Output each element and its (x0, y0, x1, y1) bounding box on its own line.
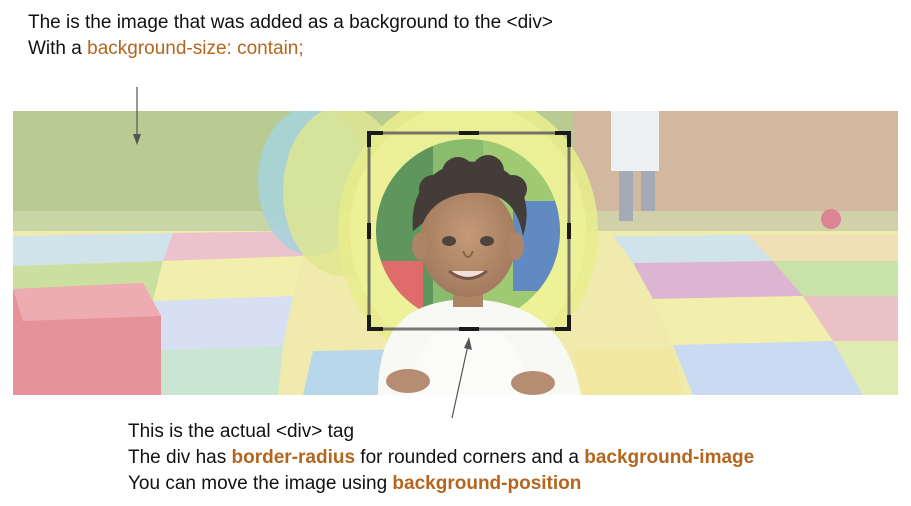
bottom-annotation-line-2-middle: for rounded corners and a (355, 447, 585, 468)
corner-handle-top-right (555, 131, 571, 147)
bottom-annotation-line-2-prefix: The div has (128, 447, 232, 468)
bottom-annotation: This is the actual <div> tag The div has… (128, 419, 754, 497)
top-annotation-line-1: The is the image that was added as a bac… (28, 12, 553, 33)
corner-handle-top-left (367, 131, 383, 147)
bottom-annotation-line-1: This is the actual <div> tag (128, 421, 355, 442)
border-radius-highlight: border-radius (231, 447, 356, 468)
bottom-annotation-line-3-prefix: You can move the image using (128, 473, 393, 494)
top-annotation-line-2: With a background-size: contain; (28, 36, 553, 62)
background-size-highlight: background-size: contain; (87, 38, 304, 59)
corner-handle-bottom-left (367, 315, 383, 331)
top-annotation: The is the image that was added as a bac… (28, 10, 553, 62)
background-position-highlight: background-position (392, 473, 582, 494)
background-image (13, 111, 898, 395)
corner-handle-bottom-right (555, 315, 571, 331)
background-image-highlight: background-image (584, 447, 755, 468)
bottom-annotation-line-3: You can move the image using background-… (128, 471, 754, 497)
div-crop-frame (367, 131, 571, 331)
top-annotation-prefix: With a (28, 38, 88, 59)
bottom-annotation-line-2: The div has border-radius for rounded co… (128, 445, 754, 471)
